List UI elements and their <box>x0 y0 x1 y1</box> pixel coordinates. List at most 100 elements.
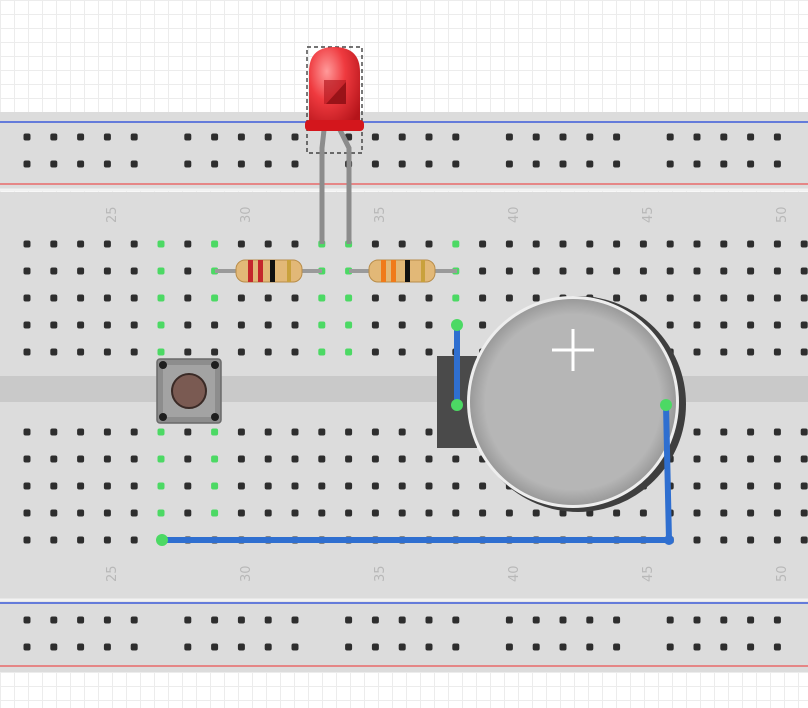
breadboard-hole[interactable] <box>291 428 299 436</box>
breadboard-hole[interactable] <box>398 294 406 302</box>
connected-hole[interactable] <box>211 482 219 490</box>
breadboard-hole[interactable] <box>50 509 58 517</box>
breadboard-hole[interactable] <box>291 455 299 463</box>
breadboard-hole[interactable] <box>184 643 192 651</box>
breadboard-hole[interactable] <box>586 643 594 651</box>
breadboard-hole[interactable] <box>130 133 138 141</box>
breadboard-hole[interactable] <box>371 133 379 141</box>
breadboard-hole[interactable] <box>505 267 513 275</box>
breadboard-hole[interactable] <box>77 643 85 651</box>
breadboard-hole[interactable] <box>103 267 111 275</box>
breadboard-hole[interactable] <box>237 428 245 436</box>
breadboard-hole[interactable] <box>425 240 433 248</box>
breadboard-hole[interactable] <box>720 267 728 275</box>
breadboard-hole[interactable] <box>747 643 755 651</box>
breadboard-hole[interactable] <box>720 643 728 651</box>
pushbutton[interactable] <box>156 358 222 424</box>
breadboard-hole[interactable] <box>371 240 379 248</box>
breadboard-hole[interactable] <box>23 643 31 651</box>
breadboard-hole[interactable] <box>720 348 728 356</box>
breadboard-hole[interactable] <box>613 616 621 624</box>
breadboard-hole[interactable] <box>559 160 567 168</box>
breadboard-hole[interactable] <box>693 428 701 436</box>
breadboard-hole[interactable] <box>773 455 781 463</box>
breadboard-hole[interactable] <box>77 509 85 517</box>
breadboard-hole[interactable] <box>184 160 192 168</box>
breadboard-hole[interactable] <box>23 240 31 248</box>
breadboard-hole[interactable] <box>693 294 701 302</box>
breadboard-hole[interactable] <box>264 616 272 624</box>
breadboard-hole[interactable] <box>371 160 379 168</box>
breadboard-hole[interactable] <box>291 509 299 517</box>
breadboard-hole[interactable] <box>264 240 272 248</box>
breadboard-hole[interactable] <box>264 321 272 329</box>
breadboard-hole[interactable] <box>532 267 540 275</box>
breadboard-hole[interactable] <box>398 455 406 463</box>
breadboard-hole[interactable] <box>479 240 487 248</box>
breadboard-hole[interactable] <box>532 294 540 302</box>
pushbutton-cap[interactable] <box>171 373 207 409</box>
breadboard-hole[interactable] <box>264 428 272 436</box>
breadboard-hole[interactable] <box>77 321 85 329</box>
breadboard-hole[interactable] <box>130 428 138 436</box>
breadboard-hole[interactable] <box>452 482 460 490</box>
connected-hole[interactable] <box>157 267 165 275</box>
breadboard-hole[interactable] <box>747 267 755 275</box>
breadboard-hole[interactable] <box>720 482 728 490</box>
breadboard-hole[interactable] <box>50 267 58 275</box>
breadboard-hole[interactable] <box>77 428 85 436</box>
breadboard-hole[interactable] <box>505 160 513 168</box>
breadboard-hole[interactable] <box>130 240 138 248</box>
breadboard-hole[interactable] <box>237 482 245 490</box>
breadboard-hole[interactable] <box>425 348 433 356</box>
breadboard-hole[interactable] <box>130 536 138 544</box>
breadboard-hole[interactable] <box>237 294 245 302</box>
breadboard-hole[interactable] <box>800 536 808 544</box>
connected-hole[interactable] <box>211 240 219 248</box>
breadboard-hole[interactable] <box>425 133 433 141</box>
breadboard-hole[interactable] <box>130 160 138 168</box>
breadboard-hole[interactable] <box>747 509 755 517</box>
breadboard-hole[interactable] <box>505 240 513 248</box>
breadboard-hole[interactable] <box>50 428 58 436</box>
breadboard-hole[interactable] <box>747 348 755 356</box>
connected-hole[interactable] <box>157 348 165 356</box>
breadboard-hole[interactable] <box>586 160 594 168</box>
breadboard-hole[interactable] <box>371 616 379 624</box>
breadboard-hole[interactable] <box>130 643 138 651</box>
breadboard-hole[interactable] <box>639 509 647 517</box>
breadboard-hole[interactable] <box>693 536 701 544</box>
breadboard-hole[interactable] <box>613 643 621 651</box>
breadboard-hole[interactable] <box>693 348 701 356</box>
breadboard-hole[interactable] <box>371 455 379 463</box>
breadboard-hole[interactable] <box>479 294 487 302</box>
breadboard-hole[interactable] <box>773 240 781 248</box>
breadboard-hole[interactable] <box>800 455 808 463</box>
breadboard-hole[interactable] <box>23 482 31 490</box>
breadboard-hole[interactable] <box>425 482 433 490</box>
breadboard-hole[interactable] <box>693 455 701 463</box>
breadboard-hole[interactable] <box>103 348 111 356</box>
breadboard-hole[interactable] <box>77 133 85 141</box>
breadboard-hole[interactable] <box>586 133 594 141</box>
breadboard-hole[interactable] <box>264 455 272 463</box>
breadboard-hole[interactable] <box>693 133 701 141</box>
breadboard-hole[interactable] <box>559 240 567 248</box>
breadboard-hole[interactable] <box>371 348 379 356</box>
breadboard-hole[interactable] <box>800 428 808 436</box>
breadboard-hole[interactable] <box>773 536 781 544</box>
breadboard-hole[interactable] <box>452 616 460 624</box>
breadboard-hole[interactable] <box>693 160 701 168</box>
breadboard-hole[interactable] <box>23 348 31 356</box>
breadboard-hole[interactable] <box>452 509 460 517</box>
breadboard-hole[interactable] <box>23 536 31 544</box>
breadboard-hole[interactable] <box>800 482 808 490</box>
breadboard-hole[interactable] <box>23 428 31 436</box>
breadboard-hole[interactable] <box>800 240 808 248</box>
breadboard-hole[interactable] <box>345 643 353 651</box>
breadboard-hole[interactable] <box>773 294 781 302</box>
breadboard-hole[interactable] <box>747 482 755 490</box>
breadboard-hole[interactable] <box>237 509 245 517</box>
breadboard-hole[interactable] <box>103 133 111 141</box>
breadboard-hole[interactable] <box>184 240 192 248</box>
